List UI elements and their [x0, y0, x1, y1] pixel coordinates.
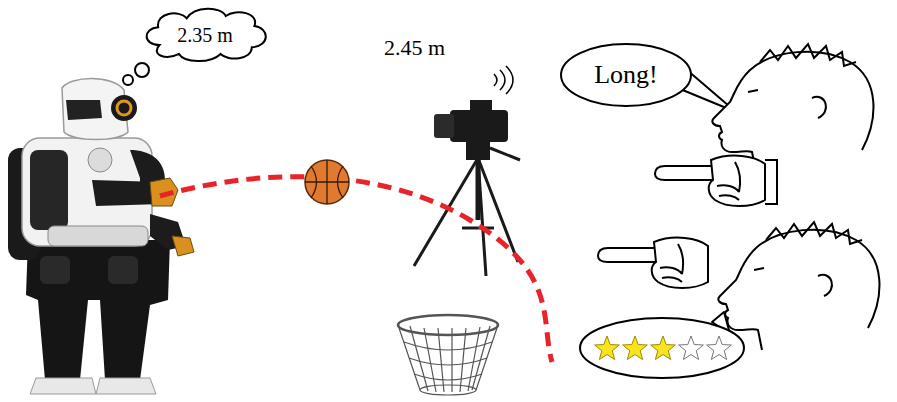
- bubble-text: Long!: [594, 61, 658, 90]
- basket: [398, 315, 498, 395]
- pointing-hand: [655, 156, 777, 206]
- star-filled: [595, 336, 620, 360]
- eye: [748, 90, 758, 92]
- robot-side: [30, 150, 68, 230]
- fist: [709, 156, 765, 206]
- robot-waist: [48, 226, 148, 246]
- ellipse-outline: [561, 44, 691, 106]
- hair: [766, 222, 862, 244]
- robot-foot: [30, 378, 96, 394]
- tripod-brace: [462, 227, 494, 230]
- robot: [8, 79, 194, 395]
- basketball: [305, 160, 349, 204]
- robot-ear-ring: [117, 101, 131, 115]
- thought-dot: [135, 63, 149, 77]
- robot-visor: [66, 100, 102, 120]
- knuckles: [717, 162, 740, 200]
- camera-viewfinder: [470, 100, 492, 112]
- thought-dot: [123, 75, 133, 85]
- index-finger: [655, 166, 713, 180]
- human-head: [718, 222, 879, 350]
- tripod-head: [466, 140, 490, 160]
- index-finger: [598, 248, 656, 262]
- eye: [754, 268, 764, 270]
- robot-chest: [88, 148, 112, 172]
- robot-foot: [96, 378, 156, 394]
- thought-bubble: 2.35 m: [140, 6, 270, 64]
- basket-mesh: [410, 326, 490, 392]
- tripod-handle: [490, 148, 520, 160]
- robot-legs: [26, 240, 170, 380]
- robot-ear: [111, 95, 137, 121]
- knuckles: [660, 244, 683, 282]
- ball-seams: [305, 160, 349, 204]
- fist: [652, 238, 708, 288]
- bubble-text: 2.35 m: [177, 24, 233, 46]
- cuff: [765, 160, 777, 204]
- camera-lens: [434, 114, 454, 138]
- ball: [305, 160, 349, 204]
- tripod-column: [476, 158, 481, 220]
- hair: [760, 44, 856, 66]
- ear: [812, 97, 826, 118]
- dimension-label: 2.45 m: [384, 36, 445, 60]
- basket-rim: [398, 315, 498, 335]
- robot-knee: [40, 256, 70, 284]
- camera-body: [450, 110, 508, 142]
- basket-bottom: [420, 385, 476, 395]
- head-profile: [718, 230, 879, 350]
- wireless-waves: [494, 66, 513, 94]
- star-filled: [623, 336, 648, 360]
- cloud-outline: [147, 9, 266, 61]
- trajectory: [160, 177, 552, 362]
- ear: [818, 275, 832, 296]
- rating-bubble: [580, 318, 744, 378]
- robot-gripper: [150, 178, 178, 206]
- basket-mesh: [404, 342, 492, 380]
- head-profile: [712, 52, 873, 172]
- robot-gripper: [172, 236, 194, 256]
- star-filled: [651, 336, 676, 360]
- robot-knee: [108, 256, 138, 284]
- star-empty: [707, 336, 732, 360]
- human-head: [712, 44, 873, 172]
- speech-bubble: Long!: [560, 43, 692, 107]
- star-empty: [679, 336, 704, 360]
- pointing-hand: [598, 238, 708, 288]
